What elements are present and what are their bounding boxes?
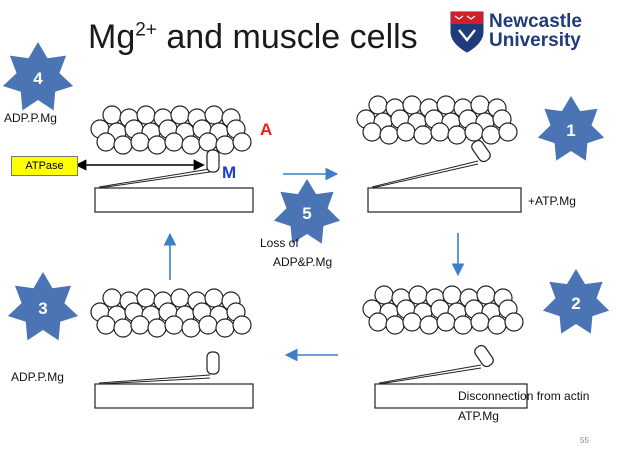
page-number: 55 — [580, 436, 589, 445]
actin-bead — [164, 132, 184, 152]
actin-bead — [198, 315, 218, 335]
myosin-bottom-right-neck-2 — [378, 364, 482, 384]
shield-icon — [450, 11, 484, 53]
logo-text-line2: University — [489, 30, 581, 51]
step2-label: Disconnection from actin — [458, 389, 590, 403]
actin-bead — [113, 318, 133, 338]
actin-bead — [232, 315, 252, 335]
myosin-bottom-right-head — [474, 344, 494, 368]
actin-bead — [504, 312, 524, 332]
actin-bead — [147, 318, 167, 338]
actin-filament-bottom-left — [90, 288, 252, 338]
actin-bead — [419, 315, 439, 335]
atpase-label: ATPase — [11, 156, 78, 176]
step2-label-2: ATP.Mg — [458, 409, 499, 423]
step4-badge — [2, 42, 74, 111]
actin-bead — [113, 135, 133, 155]
step3-badge — [7, 272, 79, 341]
myosin-top-right-head — [471, 139, 491, 163]
actin-bead — [181, 318, 201, 338]
logo-text-line1: Newcastle — [489, 11, 582, 32]
myosin-bottom-left-neck-2 — [98, 374, 211, 384]
step5-number: 5 — [302, 204, 311, 223]
actin-bead — [368, 312, 388, 332]
actin-bead — [198, 132, 218, 152]
step1-label: +ATP.Mg — [528, 194, 576, 208]
myosin-label: M — [222, 163, 237, 182]
actin-bead — [96, 315, 116, 335]
myosin-top-right-neck — [371, 163, 479, 189]
step3-number: 3 — [38, 299, 47, 318]
step2-badge — [542, 269, 610, 334]
myosin-bottom-left-thick-filament — [94, 383, 254, 409]
step5-label: Loss of — [260, 236, 299, 250]
actin-bead — [413, 125, 433, 145]
actin-filament-top-right — [356, 95, 518, 145]
myosin-bottom-right-thick-filament — [374, 383, 528, 409]
actin-bead — [481, 125, 501, 145]
actin-bead — [130, 315, 150, 335]
newcastle-university-logo: Newcastle University — [449, 10, 619, 56]
actin-bead — [447, 125, 467, 145]
step4-label: ADP.P.Mg — [4, 111, 57, 125]
actin-bead — [164, 315, 184, 335]
actin-bead — [470, 312, 490, 332]
slide-title: Mg2+ and muscle cells — [88, 18, 418, 56]
myosin-bottom-left-neck — [98, 377, 211, 385]
actin-bead — [430, 122, 450, 142]
actin-bead — [215, 135, 235, 155]
actin-bead — [402, 312, 422, 332]
actin-bead — [362, 122, 382, 142]
actin-label: A — [260, 120, 273, 139]
actin-bead — [464, 122, 484, 142]
myosin-top-right-neck-2 — [371, 160, 479, 188]
actin-bead — [215, 318, 235, 338]
step3-label: ADP.P.Mg — [11, 370, 64, 384]
actin-bead — [181, 135, 201, 155]
step2-number: 2 — [571, 294, 580, 313]
myosin-bottom-left-head — [206, 351, 220, 375]
myosin-top-right-thick-filament — [367, 187, 522, 213]
myosin-top-left-neck-2 — [98, 168, 211, 188]
actin-bead — [436, 312, 456, 332]
actin-bead — [130, 132, 150, 152]
step4-number: 4 — [33, 69, 43, 88]
actin-bead — [487, 315, 507, 335]
myosin-top-left-neck — [98, 171, 211, 189]
myosin-bottom-right-neck — [378, 367, 482, 385]
actin-filament-top-left — [90, 105, 252, 155]
actin-bead — [396, 122, 416, 142]
actin-bead — [232, 132, 252, 152]
myosin-top-left-thick-filament — [94, 187, 254, 213]
actin-bead — [96, 132, 116, 152]
myosin-top-left-head — [206, 149, 220, 173]
step5-badge — [273, 179, 341, 244]
actin-bead — [453, 315, 473, 335]
actin-bead — [498, 122, 518, 142]
actin-bead — [379, 125, 399, 145]
step1-number: 1 — [566, 121, 575, 140]
actin-bead — [385, 315, 405, 335]
step1-badge — [537, 96, 605, 161]
actin-bead — [147, 135, 167, 155]
step5-label-2: ADP&P.Mg — [273, 255, 333, 269]
actin-filament-bottom-right — [362, 285, 524, 335]
